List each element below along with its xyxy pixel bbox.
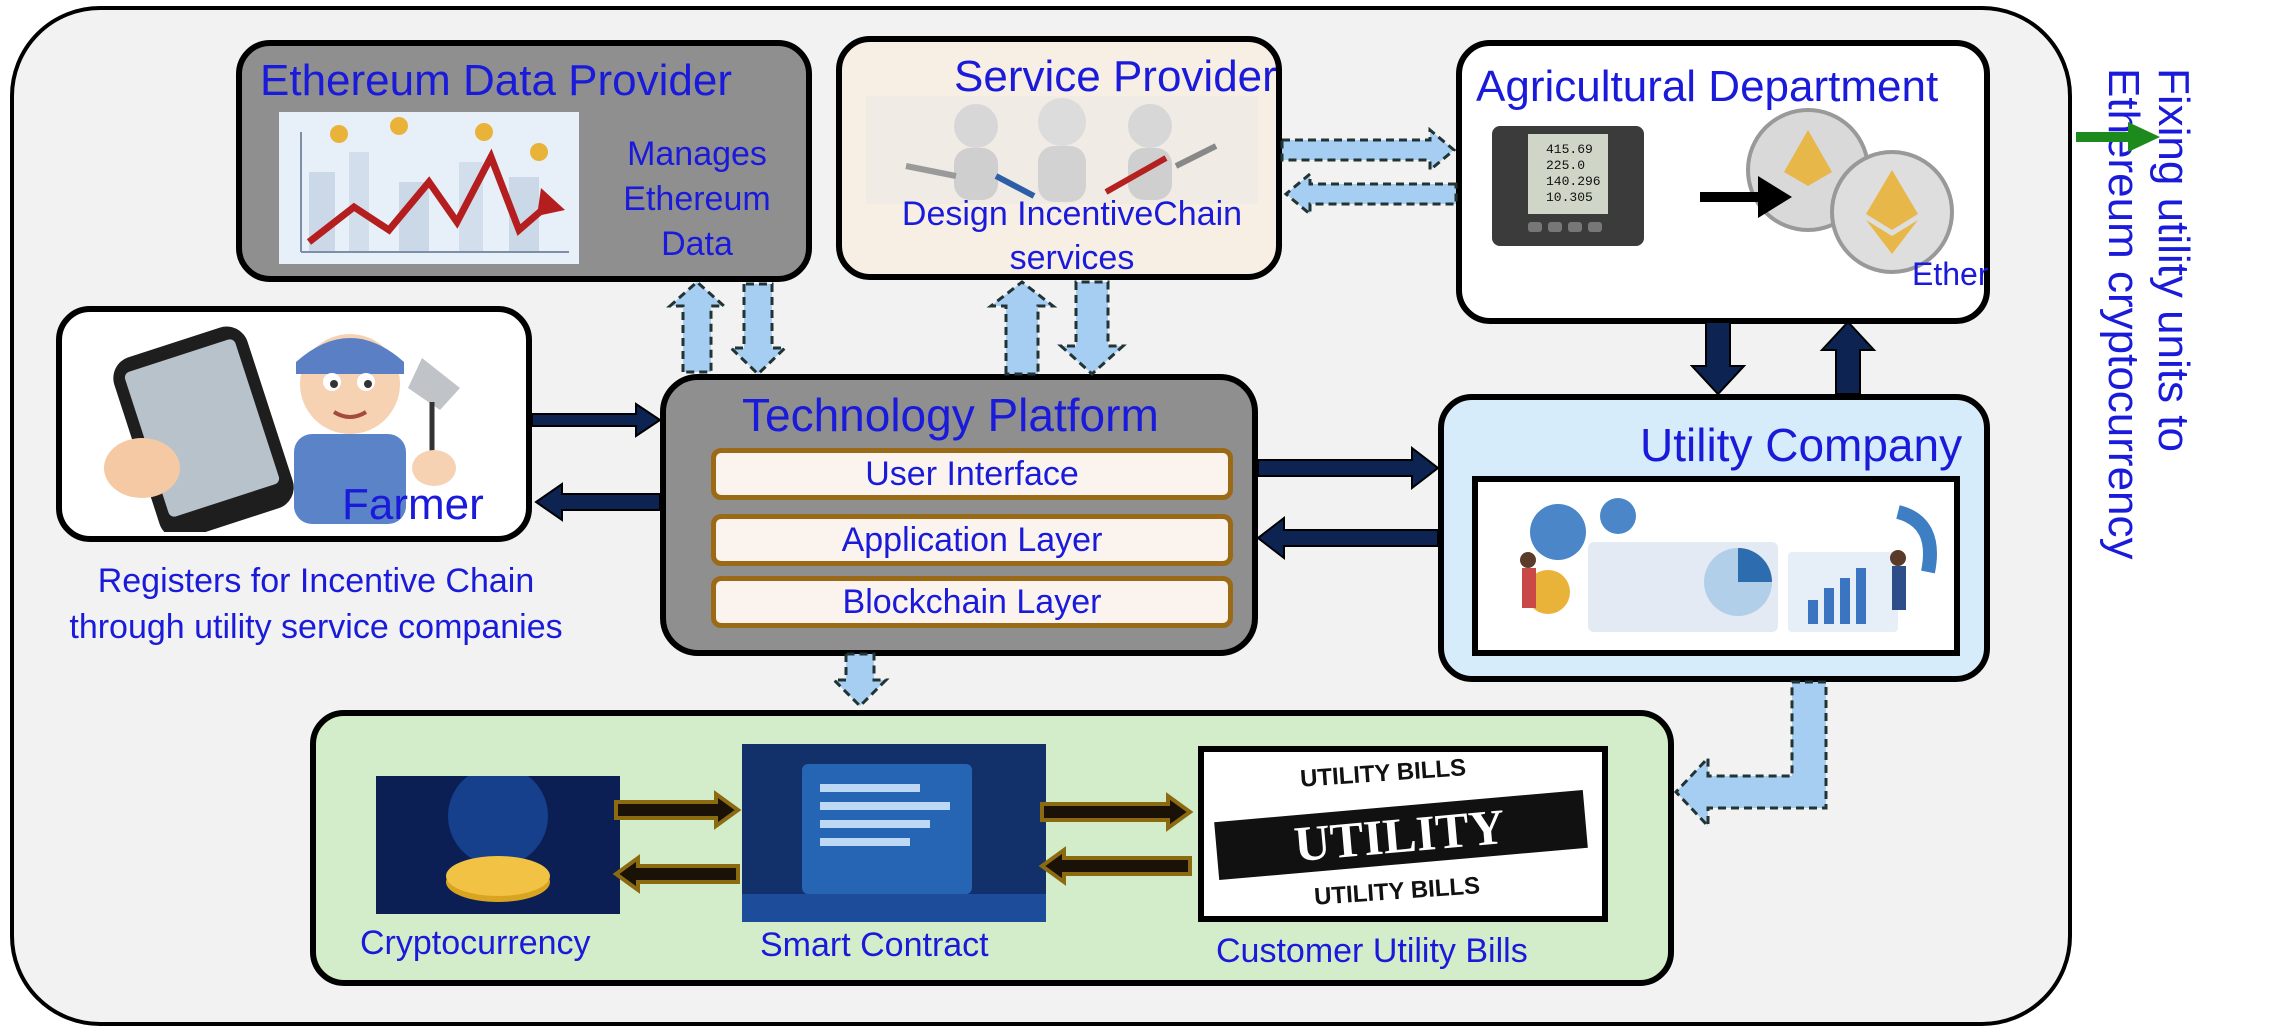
meter-to-ether-arrow [1700,192,1770,202]
bottom-transaction-box: UTILITY BILLS UTILITY BILLS UTILITY BILL… [310,710,1674,986]
service-provider-box: Service Provider Design IncentiveChain s… [836,36,1282,280]
side-note-arrow [2076,122,2160,152]
rising-chart-image [279,112,579,264]
contract-bills-arrows [1038,792,1194,886]
meter-reading-3: 140.296 [1546,174,1601,189]
crypto-contract-arrows [612,790,742,894]
farmer-box: Farmer [56,306,532,542]
team-figures-image [866,96,1258,204]
platform-utility-arrows [1256,445,1440,561]
meter-to-ether-arrowhead [1758,176,1792,218]
smart-contract-label: Smart Contract [760,926,989,964]
farmer-description: Registers for Incentive Chain through ut… [69,562,563,646]
sp-agri-arrows [1280,126,1458,218]
utility-bills-stamp: UTILITY BILLS UTILITY BILLS UTILITY BILL… [1198,746,1608,922]
analytics-illustration [1472,476,1960,656]
farmer-with-phone-image [82,318,512,532]
technology-platform-title: Technology Platform [742,389,1159,441]
platform-to-bottom-arrow [830,652,890,709]
blockchain-layer: Blockchain Layer [711,576,1233,628]
utility-company-box: Utility Company [1438,394,1990,682]
user-interface-layer: User Interface [711,448,1233,500]
technology-platform-box: Technology Platform User Interface Appli… [660,374,1258,656]
edp-platform-arrows [666,279,789,377]
farmer-platform-arrows [531,402,662,522]
customer-utility-bills-label: Customer Utility Bills [1216,932,1528,970]
smart-contract-image [742,744,1046,922]
meter-reading-1: 415.69 [1546,142,1593,157]
application-layer: Application Layer [711,514,1233,566]
ethereum-data-provider-title: Ethereum Data Provider [260,56,732,105]
service-provider-title: Service Provider [954,52,1277,101]
meter-reading-2: 225.0 [1546,158,1586,173]
agri-utility-arrows [1689,320,1877,396]
ether-label: Ether [1912,256,1989,292]
meter-reading-4: 10.305 [1546,190,1593,205]
utility-company-title: Utility Company [1640,419,1963,471]
service-provider-description: Design IncentiveChain services [901,195,1243,277]
agricultural-department-title: Agricultural Department [1476,62,1939,111]
farmer-title: Farmer [342,480,484,529]
ether-coins-image [1742,108,1972,274]
ethereum-data-provider-description: Manages Ethereum Data [623,135,771,263]
sp-platform-arrows [986,280,1127,377]
cryptocurrency-image [376,776,620,914]
utility-to-bottom-arrow [1673,680,1828,830]
cryptocurrency-label: Cryptocurrency [360,924,591,962]
ethereum-data-provider-box: Ethereum Data Provider Manages Ethereum … [236,40,812,282]
agricultural-department-box: Agricultural Department 415.69 225.0 140… [1456,40,1990,324]
power-meter-image: 415.69 225.0 140.296 10.305 [1488,122,1648,250]
